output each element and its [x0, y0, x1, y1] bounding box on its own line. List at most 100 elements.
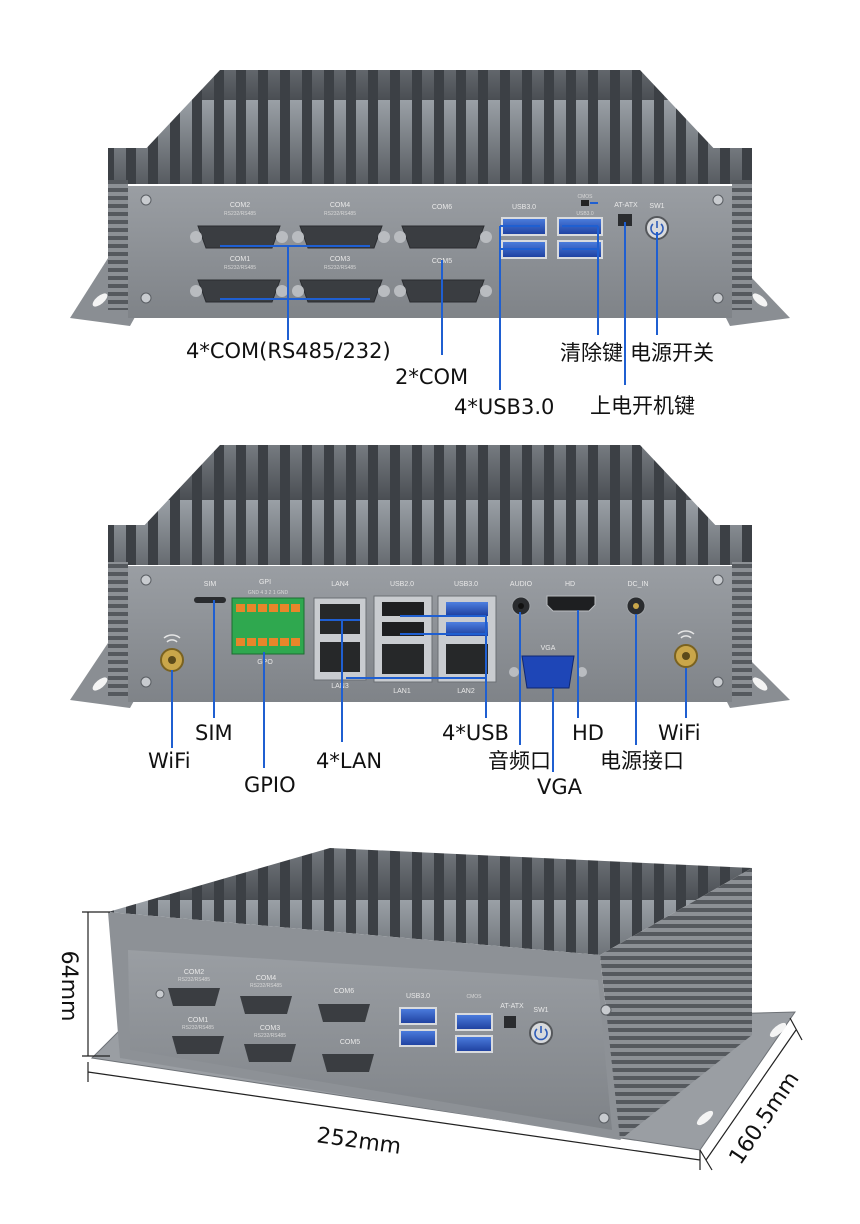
rj45-port-lan2[interactable]	[446, 644, 488, 674]
right-side-fins	[732, 180, 752, 310]
db9-port-com6[interactable]	[318, 1004, 370, 1022]
db9-port-com1[interactable]	[190, 279, 288, 303]
db9-port-com3[interactable]	[244, 1044, 296, 1062]
db9-port-com6[interactable]	[394, 225, 492, 249]
callout-wifi-left: WiFi	[148, 749, 191, 773]
power-icon	[534, 1026, 548, 1041]
port-label-sim: SIM	[204, 581, 217, 588]
ear-slot	[92, 677, 108, 691]
callout-wifi-right: WiFi	[658, 721, 701, 745]
usb3-port[interactable]	[455, 1013, 493, 1031]
dimension-height: 64mm	[56, 951, 81, 1022]
port-label-dc-in: DC_IN	[627, 581, 648, 588]
port-label-com1: COM1	[188, 1017, 208, 1024]
port-label-audio: AUDIO	[510, 581, 533, 588]
port-label-vga: VGA	[541, 645, 556, 652]
screw-icon	[712, 292, 724, 304]
port-label-com6: COM6	[334, 988, 354, 995]
port-label-at-atx: AT-ATX	[500, 1003, 524, 1010]
port-label-lan1: LAN1	[393, 688, 411, 695]
screw-icon	[140, 292, 152, 304]
callout-usb30: 4*USB3.0	[454, 395, 554, 419]
wifi-antenna-right[interactable]	[674, 644, 698, 668]
port-label-com1-sub: RS232/RS485	[224, 265, 256, 271]
port-label-lan2: LAN2	[457, 688, 475, 695]
rear-panel-view: SIM GPI GND 4 3 2 1 GND GPO LAN4 LAN3 US…	[70, 445, 790, 799]
screw-icon	[712, 194, 724, 206]
perspective-view: COM2 RS232/RS485 COM4 RS232/RS485 COM6 C…	[56, 848, 805, 1171]
port-label-lan3: LAN3	[331, 683, 349, 690]
usb2-port[interactable]	[382, 622, 424, 636]
port-label-usb20: USB2.0	[390, 581, 414, 588]
port-label-com4-sub: RS232/RS485	[324, 211, 356, 217]
port-label-com2-sub: RS232/RS485	[178, 977, 210, 983]
screw-icon	[712, 574, 724, 586]
ear-slot	[769, 1022, 787, 1038]
db9-port-com4[interactable]	[240, 996, 292, 1014]
port-label-usb30: USB3.0	[406, 993, 430, 1000]
heatsink-fins	[108, 848, 752, 955]
port-label-com3-sub: RS232/RS485	[324, 265, 356, 271]
at-atx-switch[interactable]	[504, 1016, 516, 1028]
usb3-port[interactable]	[399, 1029, 437, 1047]
usb3-port[interactable]	[455, 1035, 493, 1053]
port-label-com4: COM4	[256, 975, 276, 982]
wifi-antenna-left[interactable]	[160, 648, 184, 672]
callout-power-switch: 电源开关	[630, 341, 714, 365]
port-label-sw1: SW1	[649, 203, 664, 210]
hdmi-port[interactable]	[546, 595, 596, 612]
ear-slot	[752, 677, 768, 691]
rj45-port-lan1[interactable]	[382, 644, 424, 674]
ear-slot	[92, 293, 108, 307]
db9-port-com1[interactable]	[172, 1036, 224, 1054]
vga-port[interactable]	[521, 655, 575, 689]
rear-leader-lines	[171, 600, 687, 772]
front-panel-view: COM2 RS232/RS485 COM4 RS232/RS485 COM6 C…	[70, 70, 790, 419]
callout-audio: 音频口	[488, 749, 551, 773]
usb2-port[interactable]	[382, 602, 424, 616]
port-label-com6: COM6	[432, 204, 452, 211]
port-label-com2: COM2	[184, 969, 204, 976]
db9-port-com2[interactable]	[190, 225, 288, 249]
left-side-fins	[108, 180, 128, 310]
callout-dc-in: 电源接口	[600, 749, 684, 773]
port-label-gpio-pins: GND 4 3 2 1 GND	[248, 590, 289, 596]
db9-port-com3[interactable]	[292, 279, 390, 303]
callout-lan: 4*LAN	[316, 749, 382, 773]
right-side-fins	[732, 562, 752, 697]
front-plate	[128, 950, 612, 1130]
usb3-port[interactable]	[399, 1007, 437, 1025]
rj45-port-lan3[interactable]	[320, 642, 360, 672]
wifi-icon	[677, 630, 695, 639]
port-label-com1-sub: RS232/RS485	[182, 1025, 214, 1031]
ear-slot	[752, 293, 768, 307]
left-side-fins	[108, 562, 128, 697]
screw-icon	[140, 194, 152, 206]
right-side-fins	[600, 868, 752, 1140]
db9-port-com5[interactable]	[322, 1054, 374, 1072]
port-label-com4: COM4	[330, 202, 350, 209]
port-label-sw1: SW1	[533, 1007, 548, 1014]
usb3-port[interactable]	[446, 622, 488, 636]
db9-port-com4[interactable]	[292, 225, 390, 249]
screw-icon	[140, 574, 152, 586]
callout-com-rs485: 4*COM(RS485/232)	[186, 339, 391, 363]
port-label-cmos: CMOS	[467, 994, 483, 1000]
db9-port-com2[interactable]	[168, 988, 220, 1006]
port-label-com3: COM3	[260, 1025, 280, 1032]
cmos-clear-button[interactable]	[581, 200, 589, 206]
usb3-port[interactable]	[446, 602, 488, 616]
port-label-com2: COM2	[230, 202, 250, 209]
heatsink-fins	[140, 70, 720, 155]
callout-gpio: GPIO	[244, 773, 296, 797]
port-label-com5: COM5	[340, 1039, 360, 1046]
port-label-gpo: GPO	[257, 659, 273, 666]
port-label-usb30-right: USB3.0	[576, 211, 593, 217]
sim-slot[interactable]	[194, 597, 226, 603]
callout-vga: VGA	[537, 775, 583, 799]
port-label-at-atx: AT-ATX	[614, 202, 638, 209]
at-atx-switch[interactable]	[618, 214, 632, 226]
front-leader-lines	[220, 202, 658, 390]
port-label-usb30: USB3.0	[512, 204, 536, 211]
screw-icon	[712, 676, 724, 688]
